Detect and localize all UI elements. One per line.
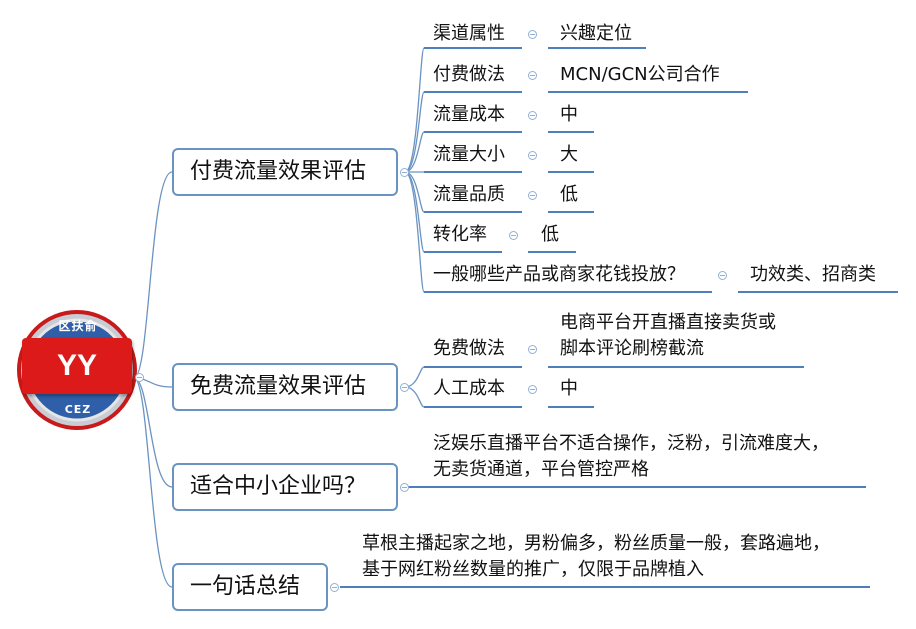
row-key: 一般哪些产品或商家花钱投放？	[433, 264, 685, 285]
row-collapse-icon[interactable]	[528, 345, 537, 354]
root-collapse-icon[interactable]	[135, 373, 144, 382]
row-collapse-icon[interactable]	[528, 385, 537, 394]
row-key: 流量大小	[433, 144, 505, 165]
row-collapse-icon[interactable]	[528, 71, 537, 80]
row-value: 中	[560, 104, 578, 125]
row-key: 流量品质	[433, 184, 505, 205]
row-collapse-icon[interactable]	[528, 111, 537, 120]
row-value: 大	[560, 144, 578, 165]
row-value: MCN/GCN公司合作	[560, 64, 720, 85]
row-value: 功效类、招商类	[750, 264, 876, 285]
branch-free-collapse-icon[interactable]	[400, 383, 409, 392]
row-key: 流量成本	[433, 104, 505, 125]
root-node[interactable]: 区扶俞 YY CEZ	[20, 308, 134, 430]
row-value: 中	[560, 378, 578, 399]
branch-suitable-sme[interactable]: 适合中小企业吗？	[172, 463, 398, 511]
row-key: 免费做法	[433, 338, 505, 359]
seal-top-text: 区扶俞	[58, 319, 98, 333]
row-collapse-icon[interactable]	[528, 191, 537, 200]
row-value: 低	[560, 184, 578, 205]
branch-sme-text: 泛娱乐直播平台不适合操作，泛粉，引流难度大， 无卖货通道，平台管控严格	[433, 433, 829, 480]
branch-free-traffic[interactable]: 免费流量效果评估	[172, 363, 398, 411]
row-value: 电商平台开直播直接卖货或 脚本评论刷榜截流	[560, 312, 776, 359]
row-value: 低	[541, 224, 559, 245]
row-value: 兴趣定位	[560, 23, 632, 44]
row-key: 渠道属性	[433, 23, 505, 44]
row-collapse-icon[interactable]	[718, 271, 727, 280]
branch-summary[interactable]: 一句话总结	[172, 563, 328, 611]
row-key: 付费做法	[433, 64, 505, 85]
row-collapse-icon[interactable]	[509, 231, 518, 240]
row-key: 转化率	[433, 224, 487, 245]
row-collapse-icon[interactable]	[528, 30, 537, 39]
branch-summary-text: 草根主播起家之地，男粉偏多，粉丝质量一般，套路遍地， 基于网红粉丝数量的推广，仅…	[362, 533, 830, 580]
branch-summary-collapse-icon[interactable]	[330, 583, 339, 592]
seal-bottom-text: CEZ	[64, 403, 92, 416]
row-collapse-icon[interactable]	[528, 151, 537, 160]
branch-sme-collapse-icon[interactable]	[400, 483, 409, 492]
row-key: 人工成本	[433, 378, 505, 399]
branch-paid-collapse-icon[interactable]	[400, 168, 409, 177]
branch-paid-traffic[interactable]: 付费流量效果评估	[172, 148, 398, 196]
root-label: YY	[22, 338, 132, 394]
